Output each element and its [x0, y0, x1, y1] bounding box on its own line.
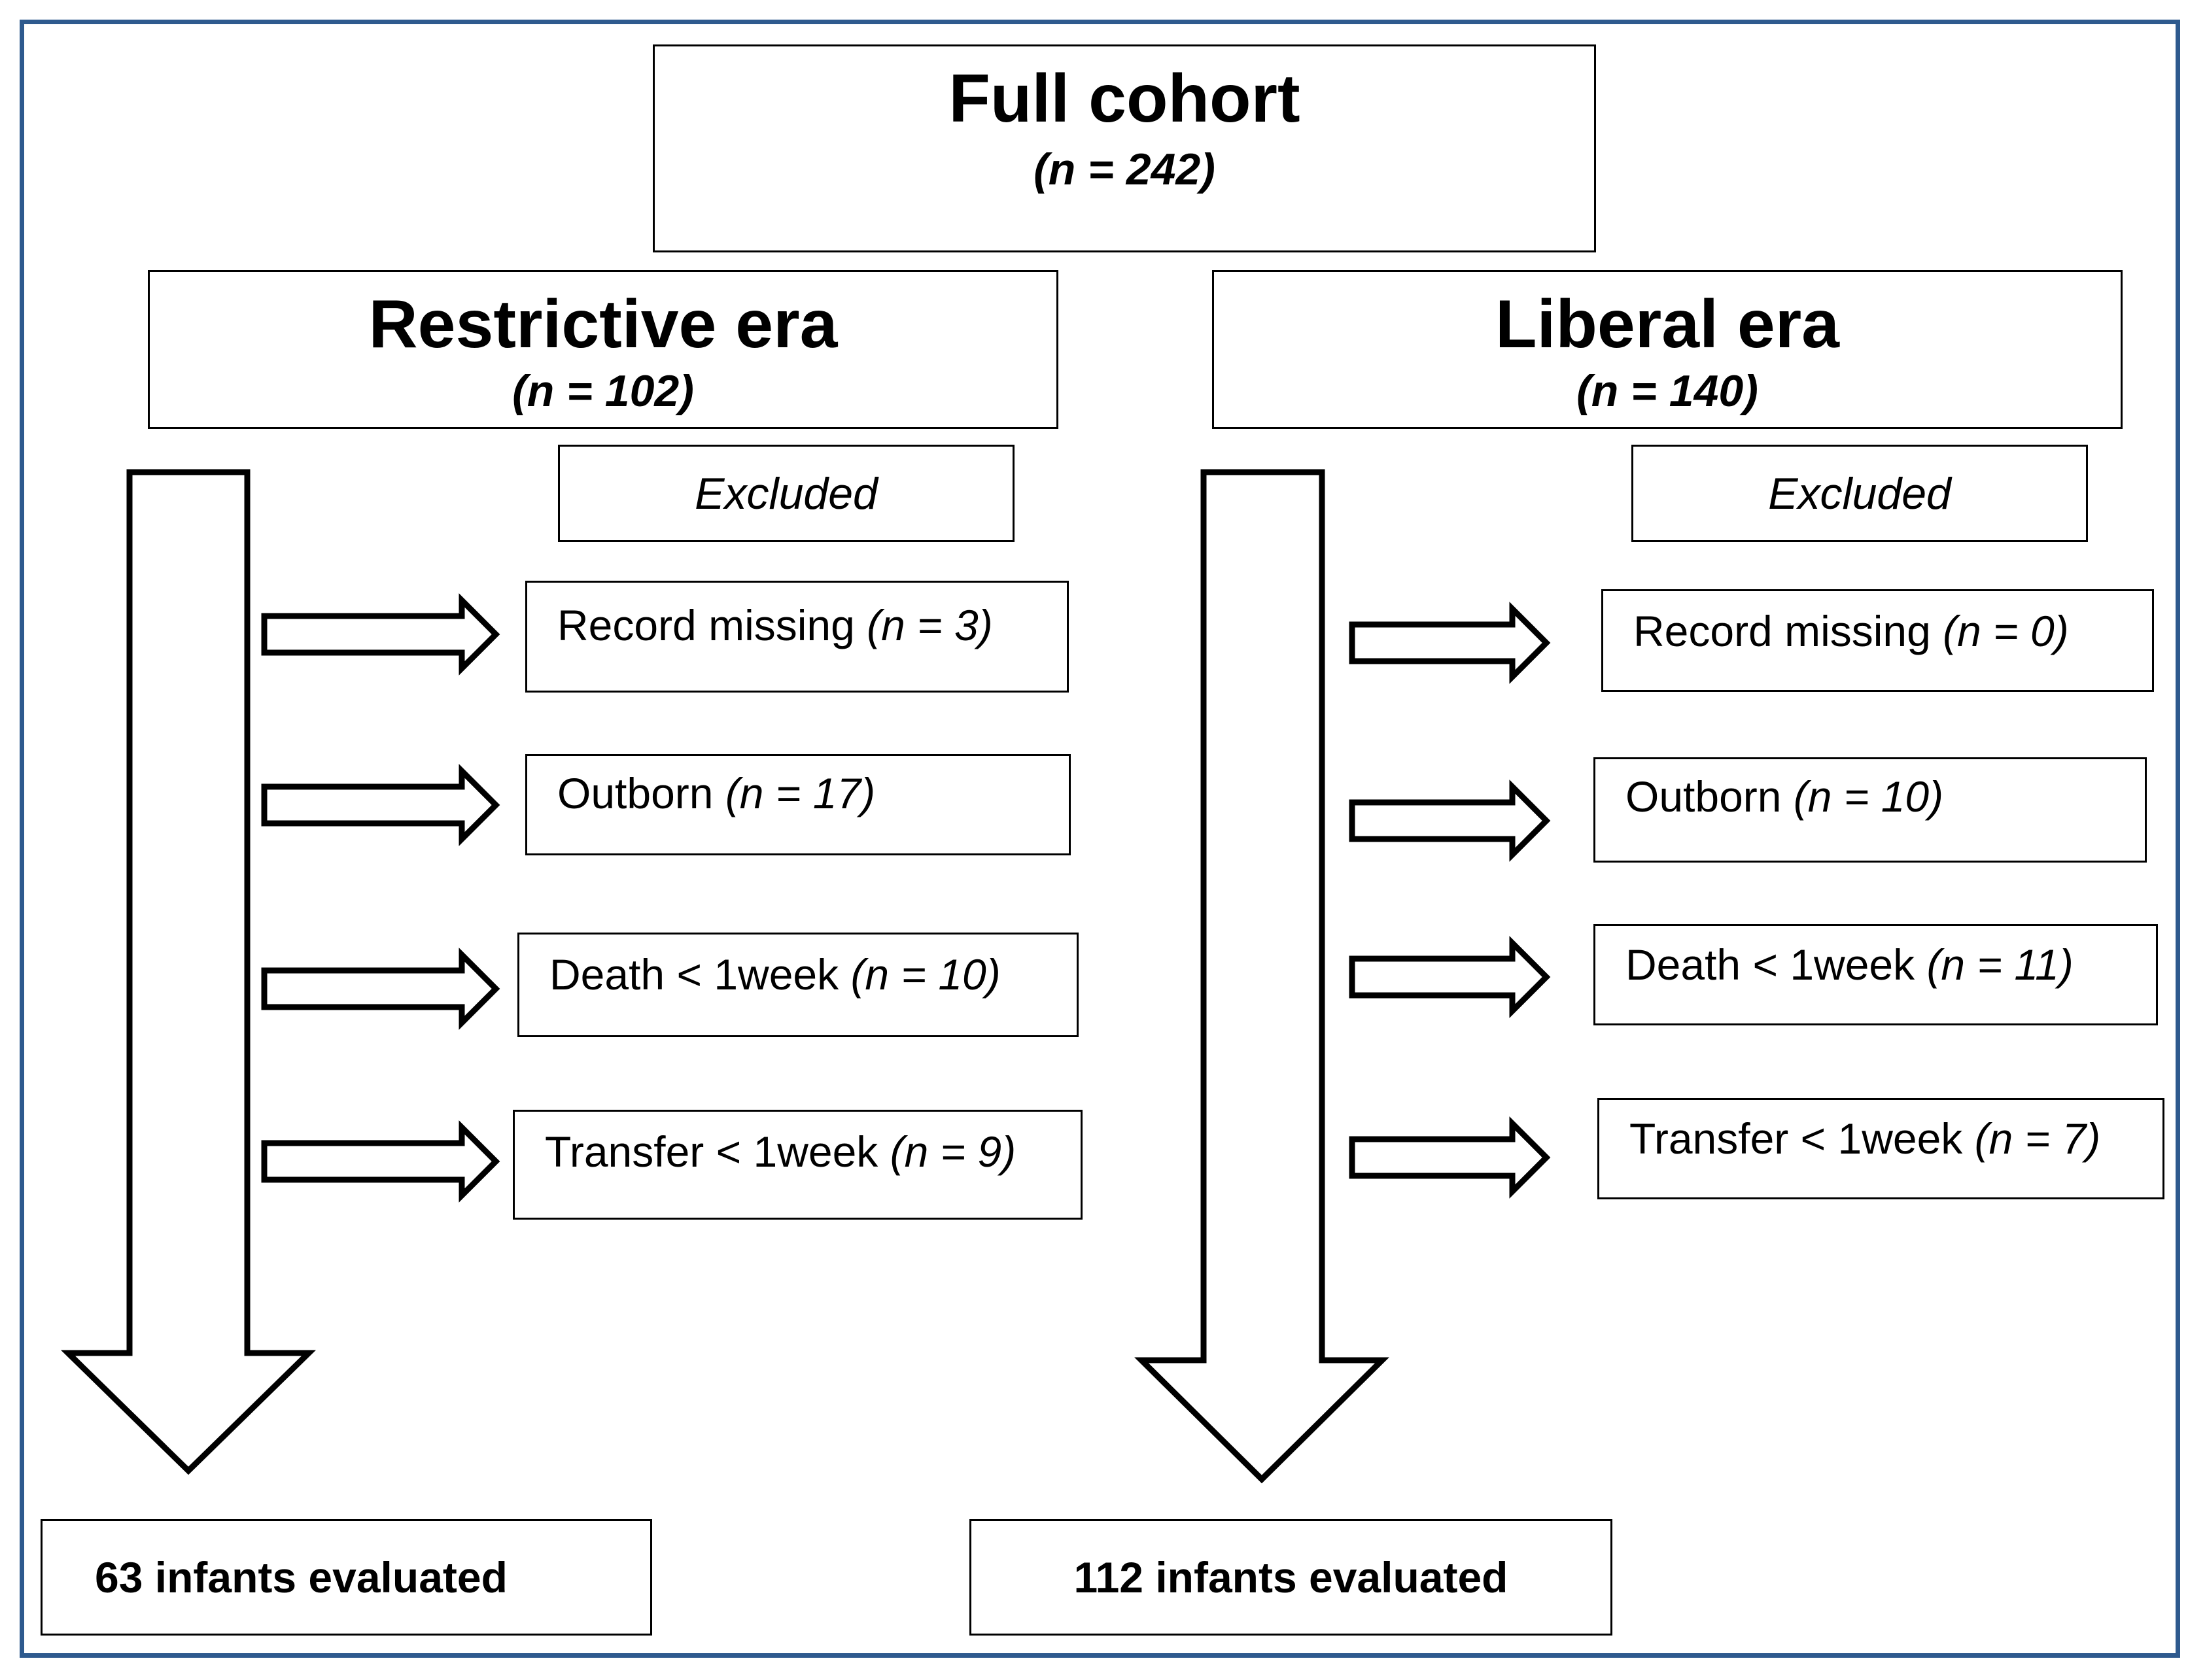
reason-label: Record missing [1633, 607, 1943, 655]
reason-label: Record missing [557, 601, 867, 649]
restrictive-exclusion-arrow-3 [261, 948, 500, 1030]
liberal-excluded-header: Excluded [1631, 445, 2088, 542]
figure-frame [20, 20, 2180, 1658]
restrictive-era-box: Restrictive era (n = 102) [148, 270, 1058, 429]
reason-count: (n = 9) [890, 1127, 1016, 1176]
restrictive-era-count: (n = 102) [512, 366, 694, 416]
liberal-exclusion-arrow-1 [1349, 602, 1551, 684]
liberal-era-title: Liberal era [1495, 286, 1840, 362]
restrictive-result-box: 63 infants evaluated [41, 1519, 652, 1636]
liberal-flow-down-arrow [1134, 469, 1389, 1484]
liberal-result-box: 112 infants evaluated [969, 1519, 1612, 1636]
full-cohort-box: Full cohort (n = 242) [653, 44, 1596, 252]
reason-count: (n = 10) [1793, 772, 1944, 821]
restrictive-reason-death: Death < 1week (n = 10) [517, 933, 1079, 1037]
liberal-era-count: (n = 140) [1576, 366, 1758, 416]
liberal-exclusion-arrow-2 [1349, 780, 1551, 862]
reason-count: (n = 0) [1943, 607, 2069, 655]
reason-count: (n = 10) [850, 950, 1001, 999]
reason-count: (n = 17) [725, 769, 876, 817]
restrictive-exclusion-arrow-1 [261, 593, 500, 676]
reason-count: (n = 11) [1926, 940, 2074, 989]
full-cohort-title: Full cohort [948, 61, 1300, 137]
reason-label: Transfer < 1week [1629, 1114, 1975, 1163]
liberal-era-box: Liberal era (n = 140) [1212, 270, 2123, 429]
reason-label: Outborn [1625, 772, 1794, 821]
liberal-reason-transfer: Transfer < 1week (n = 7) [1597, 1098, 2164, 1199]
liberal-reason-death: Death < 1week (n = 11) [1593, 924, 2158, 1025]
liberal-reason-outborn: Outborn (n = 10) [1593, 757, 2147, 863]
liberal-reason-record-missing: Record missing (n = 0) [1601, 589, 2154, 692]
reason-count: (n = 7) [1974, 1114, 2101, 1163]
restrictive-flow-down-arrow [60, 469, 317, 1475]
restrictive-era-title: Restrictive era [368, 286, 838, 362]
restrictive-exclusion-arrow-4 [261, 1120, 500, 1203]
restrictive-reason-outborn: Outborn (n = 17) [525, 754, 1071, 855]
reason-label: Death < 1week [549, 950, 851, 999]
reason-count: (n = 3) [867, 601, 993, 649]
reason-label: Transfer < 1week [545, 1127, 890, 1176]
restrictive-exclusion-arrow-2 [261, 764, 500, 846]
restrictive-reason-record-missing: Record missing (n = 3) [525, 581, 1069, 693]
restrictive-reason-transfer: Transfer < 1week (n = 9) [513, 1110, 1083, 1220]
liberal-exclusion-arrow-3 [1349, 936, 1551, 1018]
restrictive-excluded-header: Excluded [558, 445, 1015, 542]
reason-label: Death < 1week [1625, 940, 1927, 989]
reason-label: Outborn [557, 769, 725, 817]
liberal-exclusion-arrow-4 [1349, 1116, 1551, 1199]
full-cohort-count: (n = 242) [1033, 145, 1215, 194]
